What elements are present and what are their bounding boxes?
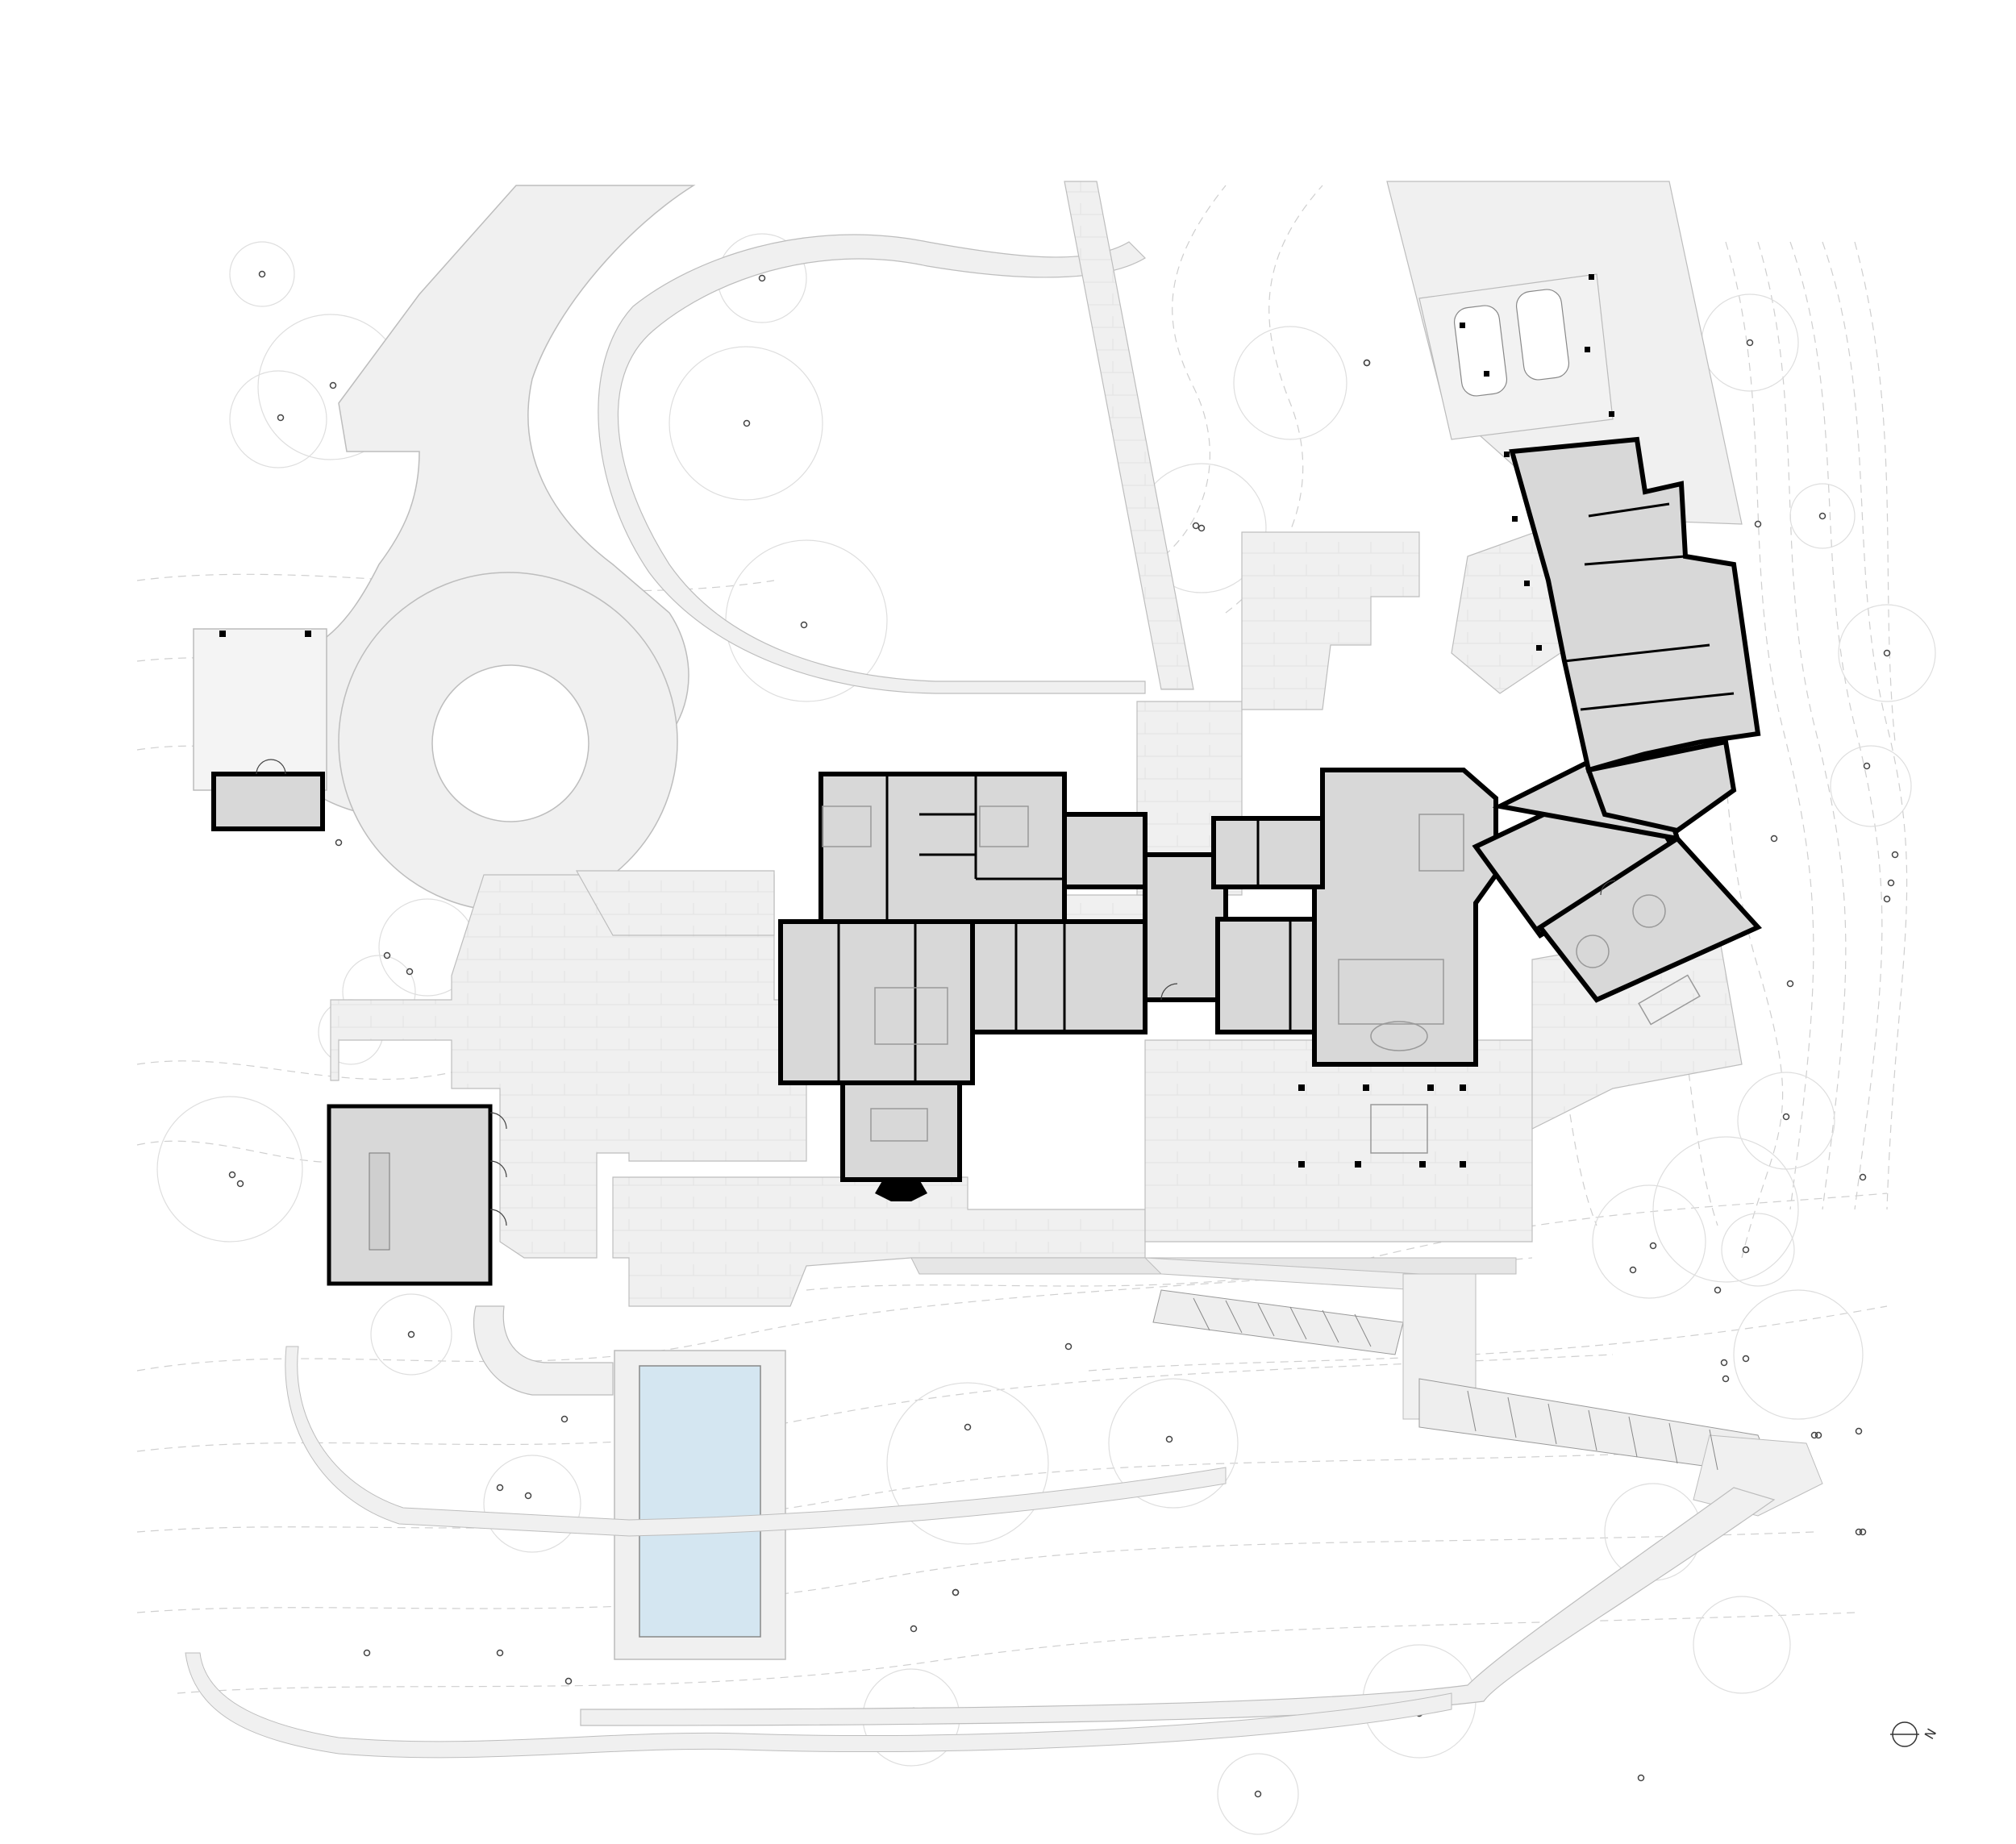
car-right: [1515, 289, 1570, 381]
interior-walls: [837, 502, 1735, 1083]
north-walkway: [1064, 181, 1194, 690]
entry-pavilion: [193, 628, 327, 831]
car-left: [1453, 305, 1508, 397]
motor-court-island: [431, 664, 589, 822]
stairs-down: [1143, 1257, 1823, 1517]
furniture: [822, 805, 1701, 1154]
pool: [639, 1365, 761, 1638]
columns: [219, 274, 1614, 1168]
pool-path: [473, 1305, 614, 1396]
bay-window: [875, 1180, 927, 1201]
west-path: [285, 1346, 1227, 1537]
north-arrow: N: [1890, 1721, 1939, 1747]
north-arrow-label: N: [1922, 1725, 1939, 1742]
carport: [1418, 273, 1614, 440]
se-path: [580, 1487, 1776, 1726]
terraces: [330, 515, 1743, 1307]
pool-house: [327, 1104, 493, 1286]
north-garden-path: [598, 234, 1146, 694]
door-swings: [256, 759, 1616, 1226]
loop-path: [185, 1652, 1452, 1759]
main-house: [778, 436, 1762, 1182]
